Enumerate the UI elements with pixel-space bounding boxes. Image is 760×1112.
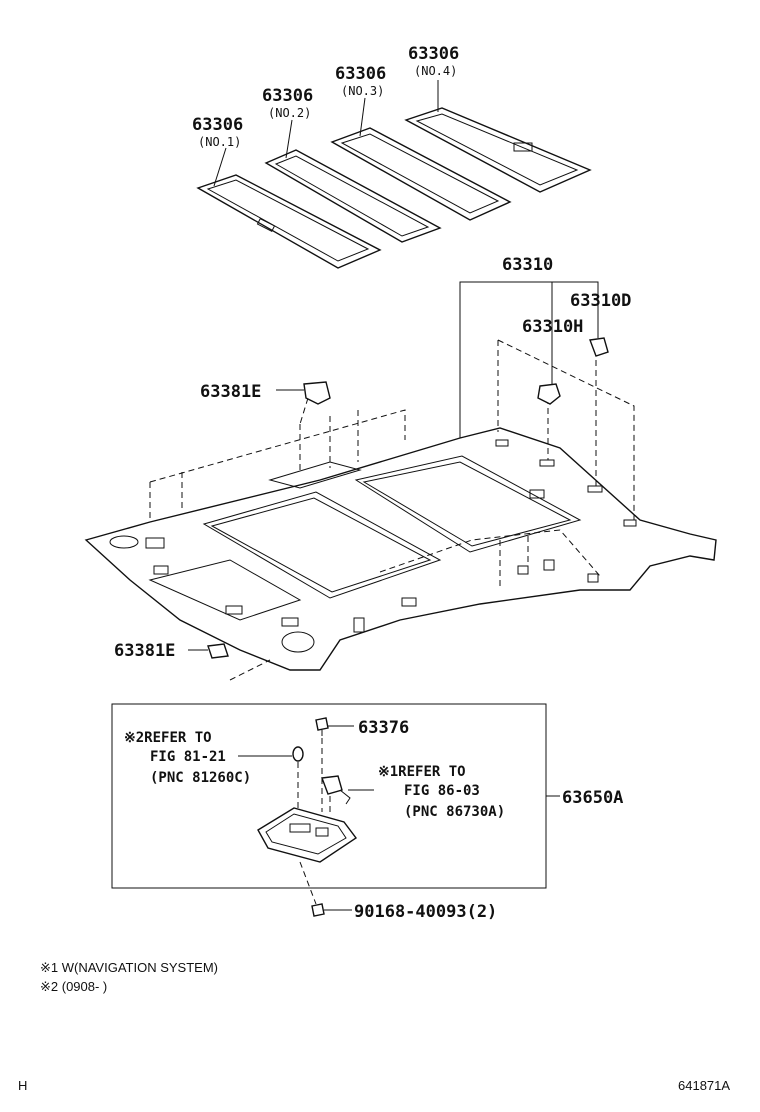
clip-63381e-top [303, 381, 331, 405]
label-63310h: 63310H [522, 317, 583, 337]
label-63306-no1: 63306 [192, 115, 243, 135]
label-63306-no1-sub: (NO.1) [198, 135, 241, 149]
ref-2-line3: (PNC 86730A) [404, 804, 505, 820]
sunshade-panel-no3 [330, 127, 512, 221]
label-63381e-bottom: 63381E [114, 641, 175, 661]
sunshade-panel-no2 [264, 149, 442, 243]
label-63306-no3-sub: (NO.3) [341, 84, 384, 98]
sunshade-panel-no4 [404, 107, 592, 193]
label-63306-no4-sub: (NO.4) [414, 64, 457, 78]
label-63650a: 63650A [562, 788, 623, 808]
ref-1-line1: ※2REFER TO [124, 730, 212, 746]
label-63306-no4: 63306 [408, 44, 459, 64]
label-63306-no2: 63306 [262, 86, 313, 106]
clip-63310d [589, 337, 609, 357]
clip-63310h [537, 383, 561, 405]
footer-figure-id: 641871A [678, 1078, 730, 1093]
label-63306-no3: 63306 [335, 64, 386, 84]
bulb [292, 746, 304, 762]
connector [321, 775, 351, 805]
footnote-2: ※2 (0908- ) [40, 979, 107, 994]
roof-headlining [84, 427, 717, 671]
footer-left-code: H [18, 1078, 27, 1093]
label-63376: 63376 [358, 718, 409, 738]
footnote-1: ※1 W(NAVIGATION SYSTEM) [40, 960, 218, 975]
label-90168-40093: 90168-40093(2) [354, 902, 497, 922]
label-63310d: 63310D [570, 291, 631, 311]
ref-1-line3: (PNC 81260C) [150, 770, 251, 786]
screw-90168 [311, 903, 325, 917]
screw-63376 [315, 717, 329, 736]
ref-1-line2: FIG 81-21 [150, 749, 226, 765]
room-lamp-housing [257, 807, 358, 863]
label-63306-no2-sub: (NO.2) [268, 106, 311, 120]
ref-2-line1: ※1REFER TO [378, 764, 466, 780]
label-63381e-top: 63381E [200, 382, 261, 402]
sunshade-panel-no1 [196, 174, 382, 269]
label-63310: 63310 [502, 255, 553, 275]
ref-2-line2: FIG 86-03 [404, 783, 480, 799]
clip-63381e-bottom [207, 643, 229, 659]
